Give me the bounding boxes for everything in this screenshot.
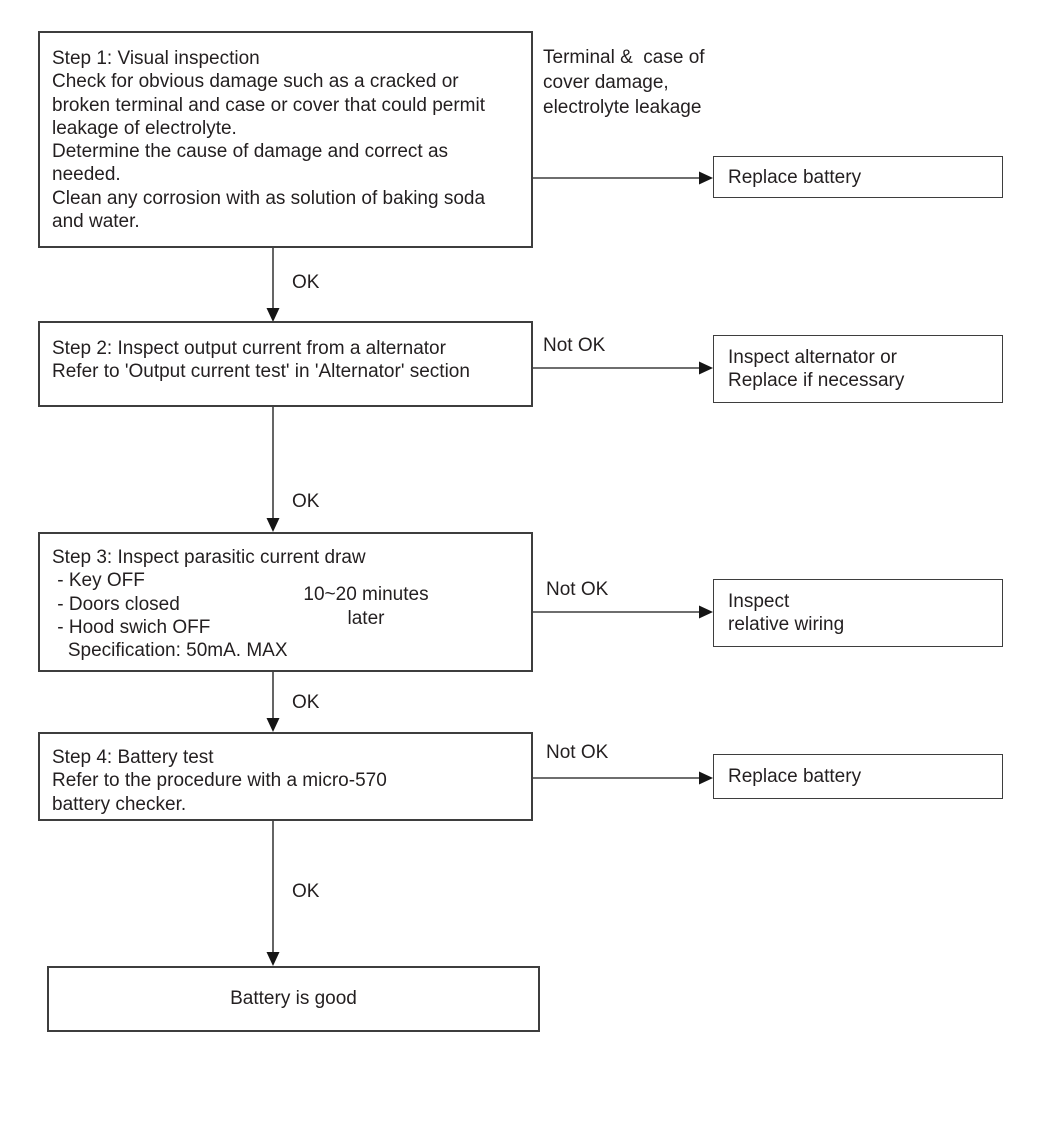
terminal-damage-note: Terminal & case of cover damage, electro… [543, 47, 705, 118]
arrowhead-step3-to-wiring [699, 605, 713, 619]
step4-node: Step 4: Battery test Refer to the proced… [38, 732, 533, 821]
arrowhead-step2-to-step3 [266, 518, 280, 532]
step4-text: Step 4: Battery test Refer to the proced… [52, 747, 387, 815]
replace-battery-node-2: Replace battery [713, 754, 1003, 799]
replace-battery-text-2: Replace battery [728, 766, 862, 787]
step1-node: Step 1: Visual inspection Check for obvi… [38, 31, 533, 248]
inspect-alternator-text: Inspect alternator or Replace if necessa… [728, 347, 905, 391]
step3-node: Step 3: Inspect parasitic current draw -… [38, 532, 533, 672]
battery-good-node: Battery is good [47, 966, 540, 1032]
ok-label-2: OK [292, 491, 320, 512]
arrowhead-step4-to-end [266, 952, 280, 966]
replace-battery-node-1: Replace battery [713, 156, 1003, 198]
battery-good-text: Battery is good [230, 988, 357, 1010]
arrowhead-step2-to-alternator [699, 361, 713, 375]
ok-label-4: OK [292, 881, 320, 902]
replace-battery-text-1: Replace battery [728, 166, 862, 188]
not-ok-label-2: Not OK [546, 579, 609, 600]
not-ok-label-3: Not OK [546, 742, 609, 763]
ok-label-3: OK [292, 692, 320, 713]
wait-time-note: 10~20 minutes later [303, 584, 429, 629]
not-ok-label-1: Not OK [543, 335, 606, 356]
arrowhead-step1-to-step2 [266, 308, 280, 322]
inspect-wiring-node: Inspect relative wiring [713, 579, 1003, 647]
ok-label-1: OK [292, 272, 320, 293]
step2-node: Step 2: Inspect output current from a al… [38, 321, 533, 407]
arrowhead-step4-to-replace2 [699, 771, 713, 785]
inspect-wiring-text: Inspect relative wiring [728, 591, 845, 635]
step1-text: Step 1: Visual inspection Check for obvi… [52, 48, 486, 233]
arrowhead-step1-to-replace1 [699, 171, 713, 185]
arrowhead-step3-to-step4 [266, 718, 280, 732]
step3-text: Step 3: Inspect parasitic current draw -… [52, 547, 366, 662]
inspect-alternator-node: Inspect alternator or Replace if necessa… [713, 335, 1003, 403]
step2-text: Step 2: Inspect output current from a al… [52, 338, 470, 383]
